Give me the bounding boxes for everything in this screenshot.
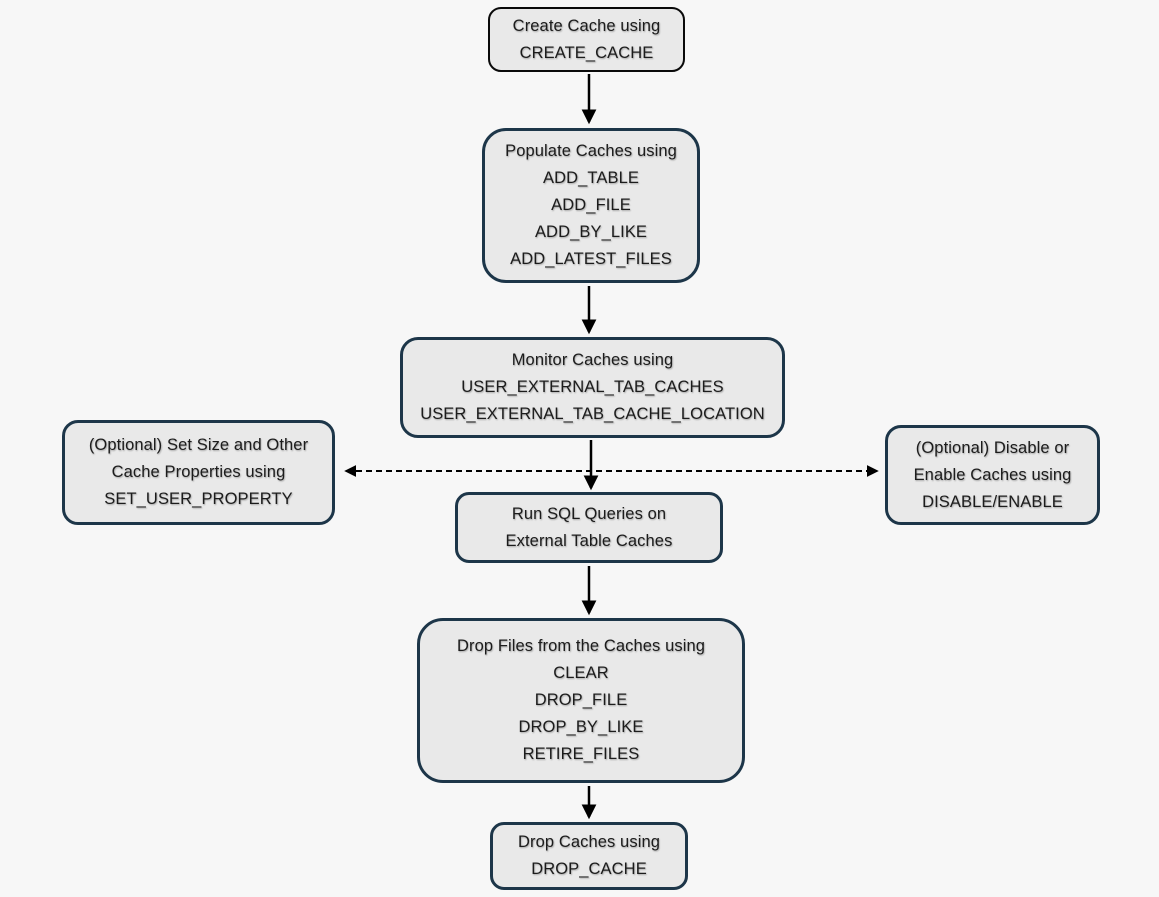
- node-text-line: DISABLE/ENABLE: [922, 492, 1063, 511]
- node-text-line: Drop Caches using: [517, 833, 661, 851]
- node-text-line: External Table Caches: [505, 531, 673, 550]
- node-text-line: Create Cache using: [512, 16, 661, 35]
- node-text-line: CLEAR: [553, 664, 609, 682]
- node-text-line: ADD_LATEST_FILES: [510, 250, 672, 268]
- node-text-line: DROP_BY_LIKE: [518, 718, 644, 736]
- node-create-cache: Create Cache using CREATE_CACHE: [488, 7, 685, 72]
- node-disable-enable-caches: (Optional) Disable or Enable Caches usin…: [885, 425, 1100, 525]
- node-text-line: ADD_FILE: [551, 196, 631, 214]
- node-text-line: Monitor Caches using: [511, 351, 674, 369]
- node-text-line: Enable Caches using: [913, 465, 1072, 484]
- node-text-line: SET_USER_PROPERTY: [104, 490, 293, 508]
- node-text-line: Drop Files from the Caches using: [456, 637, 706, 655]
- node-text-line: DROP_CACHE: [531, 860, 647, 878]
- node-text-line: ADD_BY_LIKE: [534, 223, 648, 241]
- node-text-line: ADD_TABLE: [543, 169, 639, 187]
- node-text-line: (Optional) Disable or: [915, 438, 1070, 457]
- node-populate-caches: Populate Caches using ADD_TABLE ADD_FILE…: [482, 128, 700, 283]
- node-text-line: CREATE_CACHE: [519, 43, 654, 62]
- node-monitor-caches: Monitor Caches using USER_EXTERNAL_TAB_C…: [400, 337, 785, 438]
- node-text-line: Run SQL Queries on: [511, 504, 667, 523]
- node-text-line: Cache Properties using: [111, 463, 286, 481]
- node-run-sql-queries: Run SQL Queries on External Table Caches: [455, 492, 723, 563]
- node-text-line: Populate Caches using: [505, 142, 677, 160]
- node-set-cache-properties: (Optional) Set Size and Other Cache Prop…: [62, 420, 335, 525]
- node-drop-caches: Drop Caches using DROP_CACHE: [490, 822, 688, 890]
- node-text-line: USER_EXTERNAL_TAB_CACHE_LOCATION: [420, 405, 765, 423]
- node-text-line: RETIRE_FILES: [522, 745, 640, 763]
- node-text-line: USER_EXTERNAL_TAB_CACHES: [461, 378, 724, 396]
- node-text-line: (Optional) Set Size and Other: [88, 436, 309, 454]
- node-text-line: DROP_FILE: [534, 691, 628, 709]
- node-drop-files: Drop Files from the Caches using CLEAR D…: [417, 618, 745, 783]
